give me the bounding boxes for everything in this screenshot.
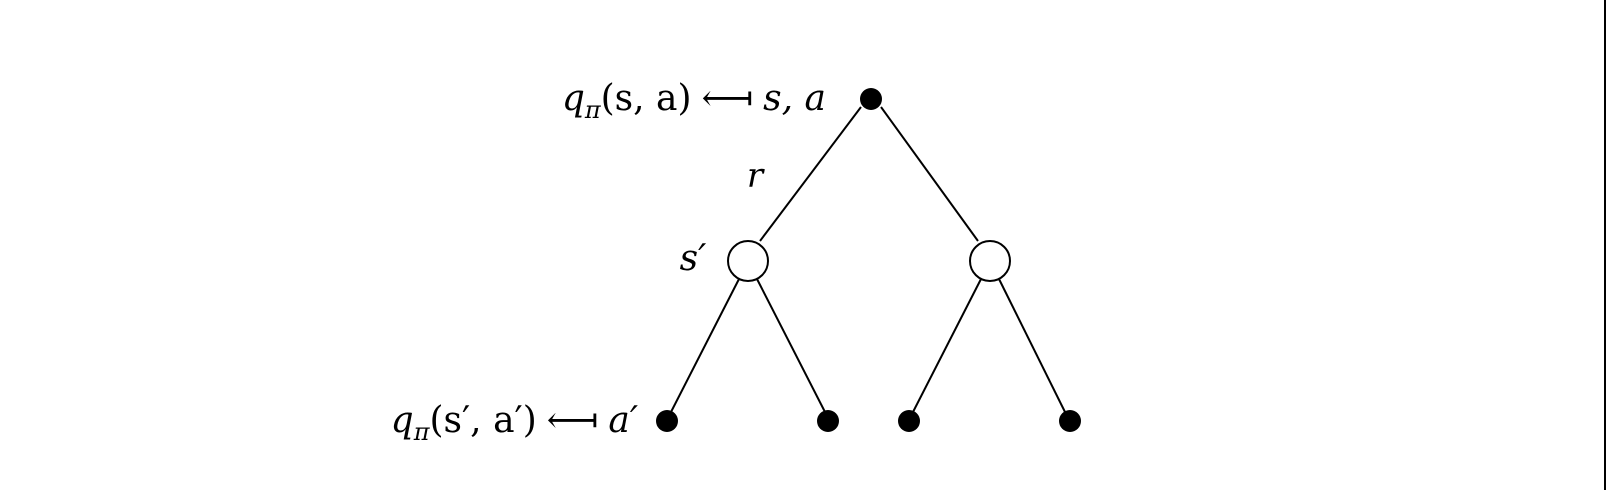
tree-edges — [670, 106, 1066, 413]
edge-state-right-to-leaf-3 — [912, 278, 982, 413]
edge-root-to-state-left — [759, 106, 862, 242]
root-action-node — [860, 88, 882, 110]
leaf-label-subscript: π — [413, 418, 431, 446]
leaf-label-args: (s′, a′) — [429, 400, 536, 441]
leaf-label-arrow: ⟻ — [547, 400, 599, 441]
leaf-label-target: a′ — [608, 400, 638, 441]
leaf-label: qπ(s′, a′) ⟻a′ — [391, 400, 638, 446]
state-node-left — [727, 240, 769, 282]
next-state-label: s′ — [680, 238, 707, 279]
edge-root-to-state-right — [880, 106, 979, 242]
reward-label: r — [747, 156, 765, 196]
page-right-border — [1604, 0, 1606, 490]
root-label: qπ(s, a)⟻s, a — [562, 78, 826, 124]
leaf-label-func: q — [391, 400, 414, 441]
edge-state-left-to-leaf-1 — [670, 278, 740, 413]
leaf-action-node-2 — [817, 410, 839, 432]
edge-state-left-to-leaf-2 — [756, 278, 826, 413]
root-label-subscript: π — [584, 96, 602, 124]
leaf-action-node-4 — [1059, 410, 1081, 432]
root-label-func: q — [562, 78, 585, 119]
state-node-right — [969, 240, 1011, 282]
leaf-action-node-3 — [898, 410, 920, 432]
root-label-arrow: ⟻ — [702, 78, 754, 119]
root-label-args: (s, a) — [601, 78, 692, 119]
root-label-target: s, a — [763, 78, 826, 119]
tree-nodes — [656, 88, 1081, 432]
edge-state-right-to-leaf-4 — [998, 278, 1066, 413]
leaf-action-node-1 — [656, 410, 678, 432]
